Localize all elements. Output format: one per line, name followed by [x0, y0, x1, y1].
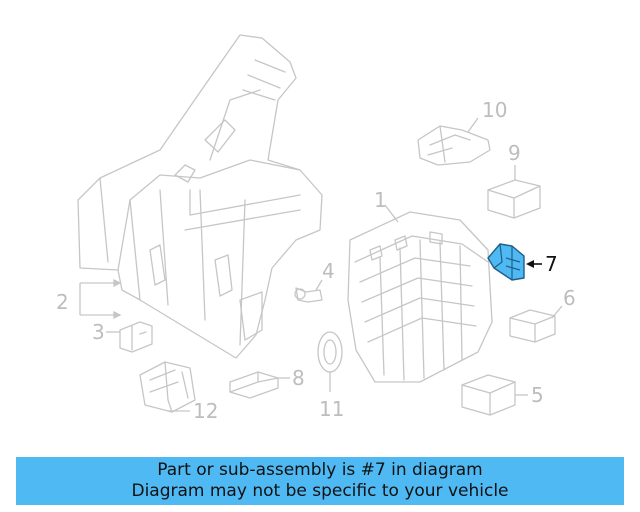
- mounting-bracket-part: [77, 34, 323, 359]
- relay-part-5: [461, 374, 516, 416]
- leader-4: [315, 279, 323, 291]
- parts-diagram: 1 2 3 4 5 6 7 8 9 10 11 12: [56, 34, 576, 423]
- leader-10: [467, 117, 479, 133]
- leader-2: [79, 282, 120, 316]
- callout-2: 2: [56, 290, 69, 314]
- info-banner: Part or sub-assembly is #7 in diagram Di…: [16, 457, 624, 505]
- callout-5: 5: [531, 383, 544, 407]
- callout-4: 4: [322, 259, 335, 283]
- callout-12: 12: [193, 399, 218, 423]
- callout-10: 10: [482, 98, 507, 122]
- relay-part-9: [487, 179, 541, 219]
- leader-1: [384, 204, 399, 223]
- callout-6: 6: [563, 286, 576, 310]
- connector-part-8: [229, 371, 279, 399]
- callout-8: 8: [292, 366, 305, 390]
- callout-1: 1: [374, 188, 387, 212]
- sensor-part-11: [317, 331, 343, 373]
- relay-part-6: [509, 309, 556, 343]
- banner-line-disclaimer: Diagram may not be specific to your vehi…: [131, 481, 509, 501]
- fuse-part-7-highlighted: [487, 243, 525, 281]
- banner-line-part-number: Part or sub-assembly is #7 in diagram: [157, 460, 483, 480]
- bolt-part-4: [294, 287, 323, 303]
- callout-9: 9: [508, 141, 521, 165]
- callout-11: 11: [319, 397, 344, 421]
- connector-part-12: [139, 361, 196, 413]
- fuse-box-part-1: [347, 211, 493, 383]
- callout-3: 3: [92, 320, 105, 344]
- leader-6: [551, 305, 563, 319]
- clip-part-3: [119, 321, 153, 353]
- callout-7: 7: [545, 252, 558, 276]
- relay-holder-part-10: [417, 125, 491, 166]
